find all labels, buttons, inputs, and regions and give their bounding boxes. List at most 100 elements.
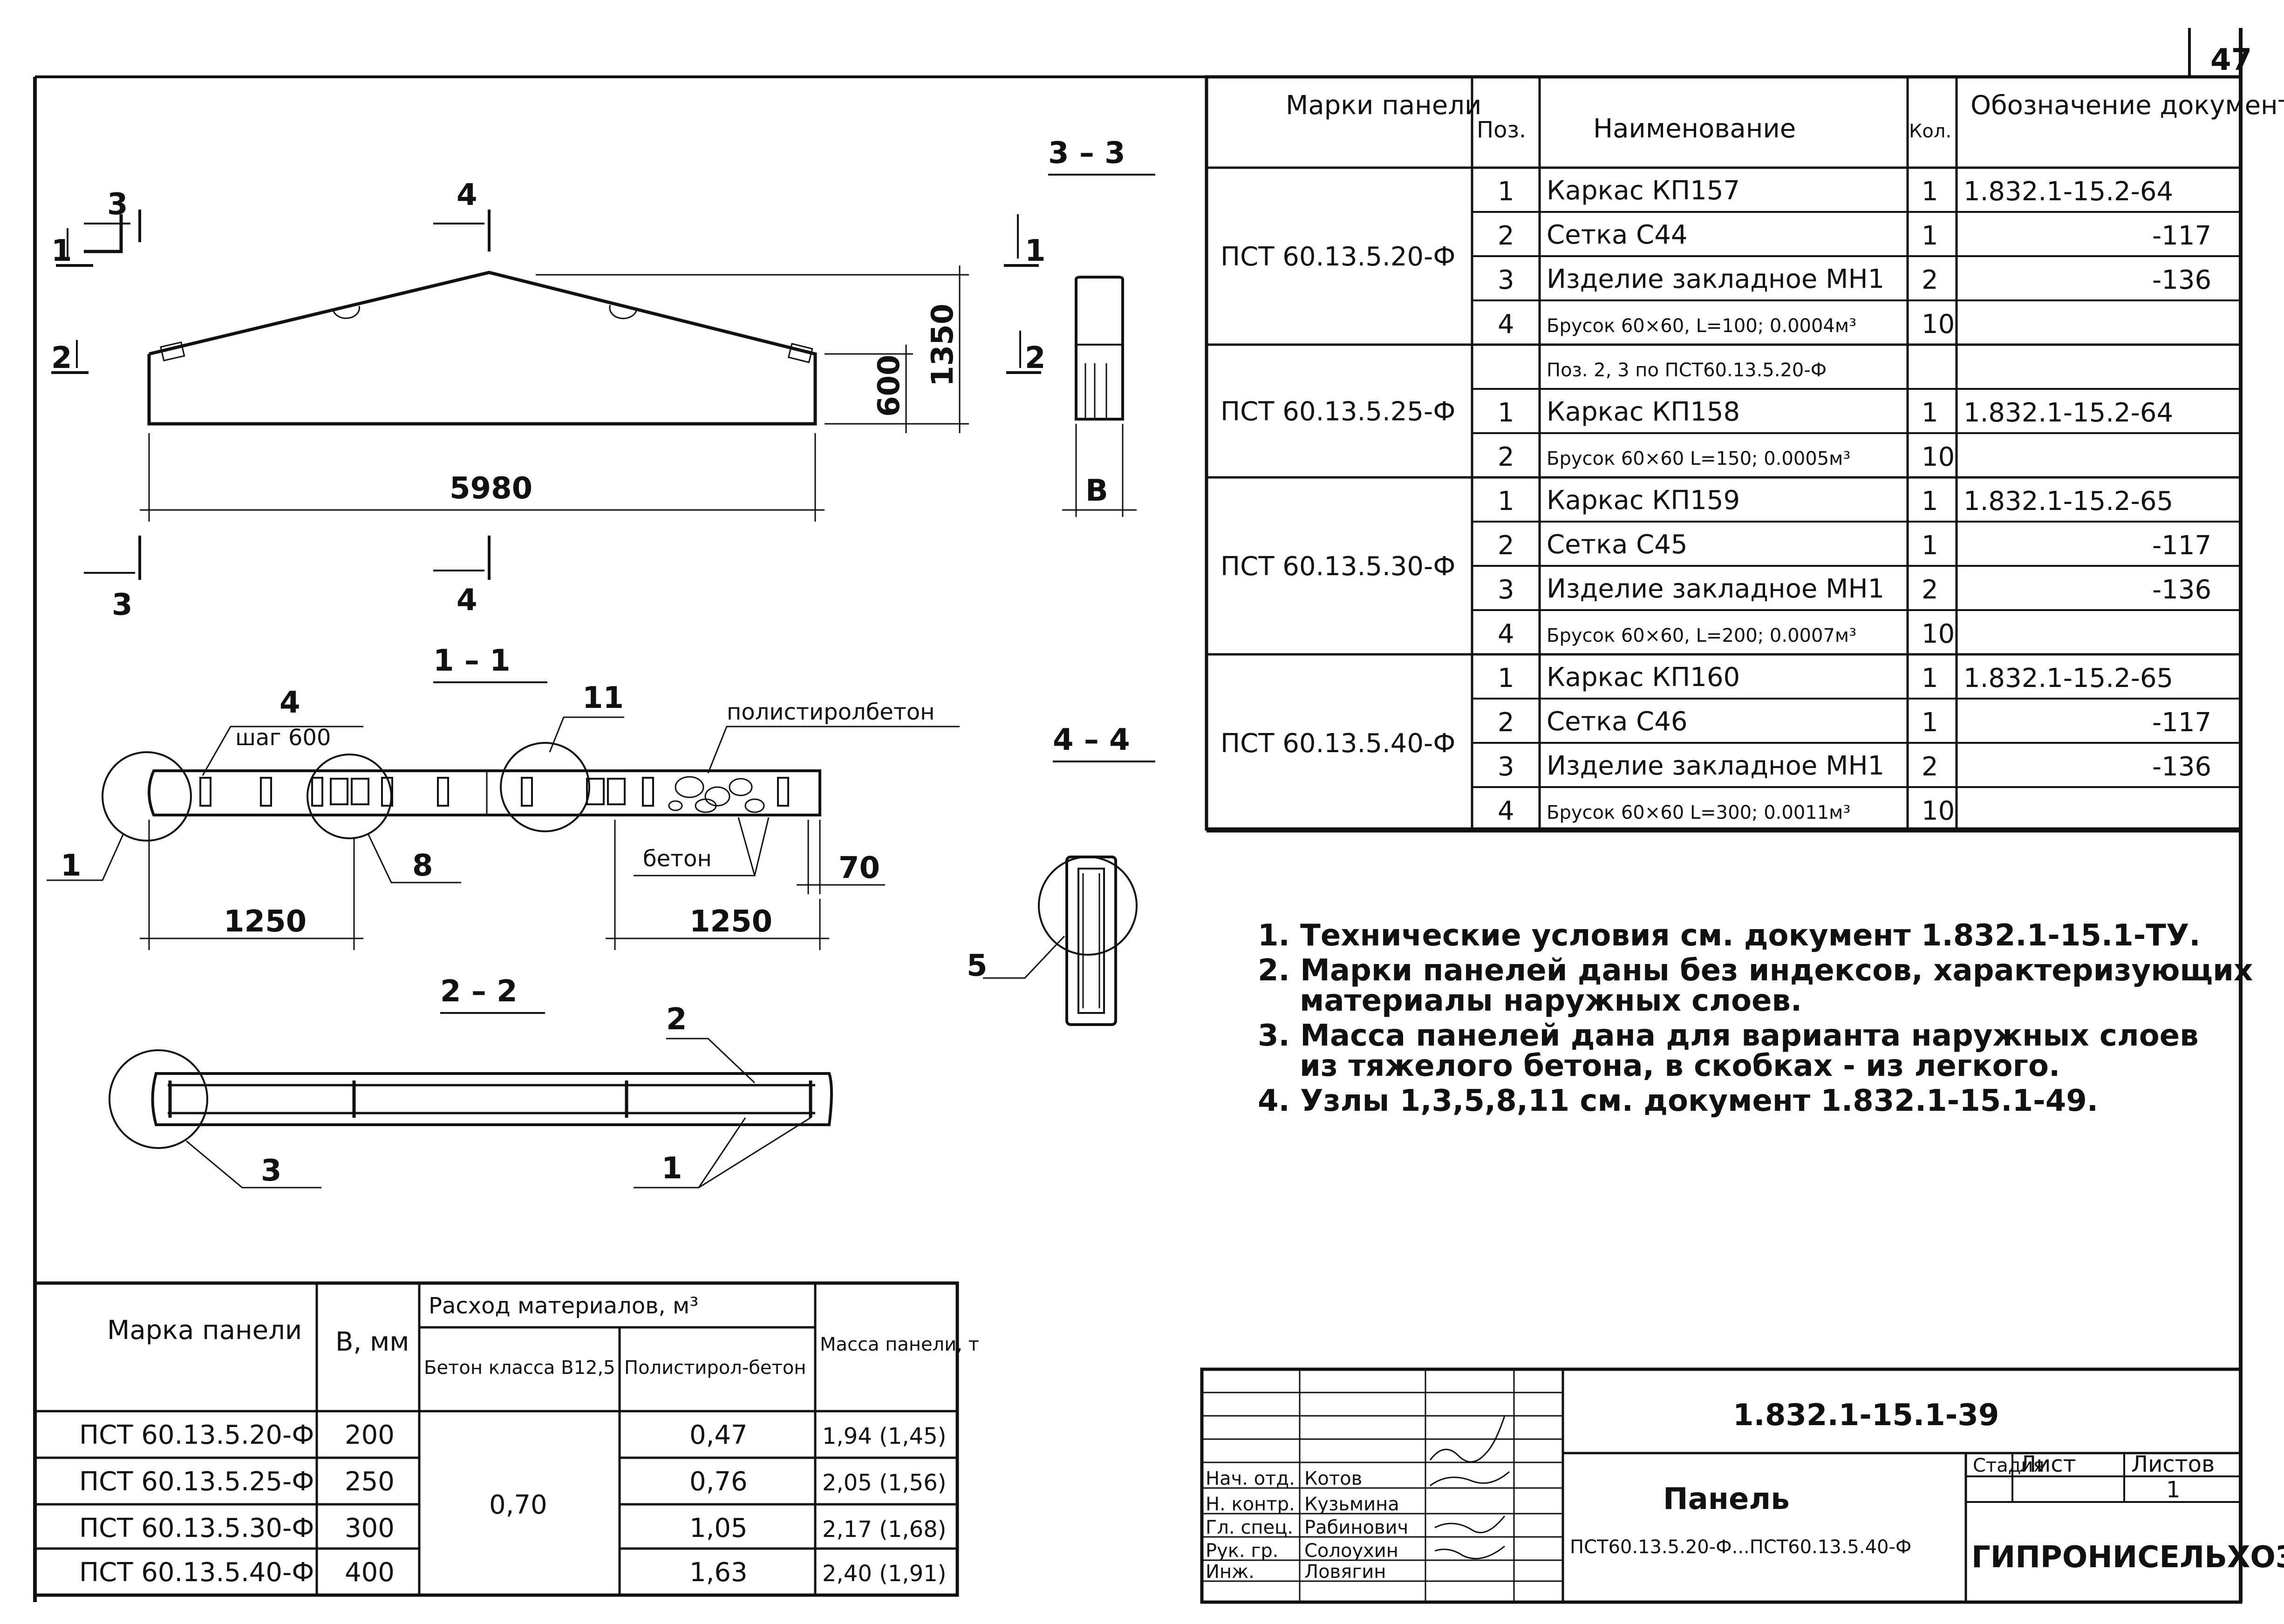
spec-row-name: Изделие закладное МН1 bbox=[1547, 264, 1884, 294]
materials-row-b: 200 bbox=[345, 1420, 395, 1450]
spec-row-name: Каркас КП158 bbox=[1547, 397, 1740, 427]
materials-header-polystyrene: Полистирол-бетон bbox=[624, 1357, 806, 1379]
note-line: 4. Узлы 1,3,5,8,11 см. документ 1.832.1-… bbox=[1258, 1084, 2098, 1118]
materials-header-b: В, мм bbox=[335, 1327, 409, 1357]
callout-8: 8 bbox=[412, 849, 433, 883]
signature bbox=[1434, 1515, 1506, 1534]
spec-row-quantity: 1 bbox=[1922, 486, 1938, 516]
spec-row-quantity: 2 bbox=[1922, 752, 1938, 782]
spec-table: Марки панели Поз. Наименование Кол. Обоз… bbox=[1205, 75, 2284, 833]
callout-1: 1 bbox=[61, 849, 82, 883]
polystyrene-label: полистиролбетон bbox=[727, 699, 935, 725]
step-dimension-right: 1250 bbox=[689, 904, 772, 939]
spec-row-name: Брусок 60×60 L=300; 0.0011м³ bbox=[1547, 802, 1850, 823]
materials-row-polystyrene: 0,47 bbox=[689, 1420, 748, 1450]
total-height-dimension: 1350 bbox=[926, 304, 960, 387]
section-width-dimension: B bbox=[1085, 474, 1108, 508]
spec-row-document: 1.832.1-15.2-65 bbox=[1964, 486, 2173, 516]
note-line: 3. Масса панелей дана для варианта наруж… bbox=[1258, 1019, 2199, 1053]
callout-2: 2 bbox=[666, 1002, 687, 1037]
spec-row-document: -136 bbox=[2152, 265, 2211, 295]
spec-row-position: 4 bbox=[1498, 309, 1514, 340]
spec-row-document: -117 bbox=[2152, 707, 2211, 738]
materials-row-mass: 2,17 (1,68) bbox=[822, 1516, 946, 1542]
spec-row-quantity: 1 bbox=[1922, 707, 1938, 738]
spec-row-name: Сетка С45 bbox=[1547, 530, 1687, 560]
materials-row-polystyrene: 0,76 bbox=[689, 1467, 748, 1497]
spec-row-position: 3 bbox=[1498, 752, 1514, 782]
materials-row-b: 300 bbox=[345, 1513, 395, 1543]
materials-table: Марка панели В, мм Расход материалов, м³… bbox=[33, 1281, 979, 1597]
materials-row-b: 400 bbox=[345, 1557, 395, 1588]
spec-row-quantity: 2 bbox=[1922, 575, 1938, 605]
callout-11: 11 bbox=[582, 681, 624, 715]
cut-label-3-top: 3 bbox=[107, 187, 128, 222]
section-4-4: 4 – 4 5 bbox=[967, 723, 1155, 1026]
materials-row-mark: ПСТ 60.13.5.30-Ф bbox=[79, 1513, 314, 1543]
signatory-role: Нач. отд. bbox=[1206, 1468, 1295, 1489]
page-number: 47 bbox=[2210, 43, 2252, 77]
spec-row-name: Каркас КП157 bbox=[1547, 176, 1740, 206]
signatory-role: Инж. bbox=[1206, 1561, 1254, 1583]
document-code: 1.832.1-15.1-39 bbox=[1733, 1398, 1999, 1433]
sheet-subtitle: ПСТ60.13.5.20-Ф...ПСТ60.13.5.40-Ф bbox=[1570, 1536, 1911, 1558]
callout-3: 3 bbox=[261, 1154, 282, 1188]
spec-row-name: Каркас КП160 bbox=[1547, 662, 1740, 693]
notes: 1. Технические условия см. документ 1.83… bbox=[1258, 918, 2253, 1118]
spec-row-name: Сетка С44 bbox=[1547, 220, 1687, 250]
section-1-1-title: 1 – 1 bbox=[433, 644, 511, 678]
spec-header-name: Наименование bbox=[1593, 114, 1796, 144]
spec-row-position: 1 bbox=[1498, 663, 1514, 693]
section-2-2-body bbox=[151, 1072, 833, 1126]
panel-outline bbox=[147, 271, 817, 426]
col-sheets: Листов bbox=[2131, 1451, 2215, 1477]
signature bbox=[1430, 1471, 1510, 1487]
organization: ГИПРОНИСЕЛЬХОЗ bbox=[1971, 1540, 2284, 1575]
signatory-name: Рабинович bbox=[1304, 1517, 1408, 1538]
materials-row-mark: ПСТ 60.13.5.40-Ф bbox=[79, 1557, 314, 1588]
spec-row-quantity: 10 bbox=[1922, 796, 1955, 826]
spec-row-name: Брусок 60×60, L=100; 0.0004м³ bbox=[1547, 315, 1856, 337]
callout-4: 4 bbox=[280, 686, 300, 720]
materials-row-polystyrene: 1,63 bbox=[689, 1557, 748, 1588]
materials-row-b: 250 bbox=[345, 1467, 395, 1497]
signatory-name: Солоухин bbox=[1304, 1540, 1398, 1562]
spec-row-quantity: 1 bbox=[1922, 177, 1938, 207]
spec-header-doc: Обозначение документа bbox=[1970, 90, 2284, 121]
callout-1-section-2: 1 bbox=[661, 1151, 682, 1186]
note-line: 2. Марки панелей даны без индексов, хара… bbox=[1258, 953, 2253, 988]
cut-label-4-top: 4 bbox=[457, 178, 477, 212]
spec-row-document: -136 bbox=[2152, 575, 2211, 605]
cut-mark-3-top bbox=[84, 214, 123, 253]
pitch-label: шаг 600 bbox=[235, 725, 331, 751]
col-stage: Стадия bbox=[1973, 1455, 2044, 1476]
spec-row-document: -117 bbox=[2152, 530, 2211, 561]
spec-row-quantity: 1 bbox=[1922, 663, 1938, 693]
signatory-role: Рук. гр. bbox=[1206, 1540, 1279, 1562]
spec-row-name: Брусок 60×60 L=150; 0.0005м³ bbox=[1547, 448, 1850, 469]
materials-row-mark: ПСТ 60.13.5.25-Ф bbox=[79, 1467, 314, 1497]
section-2-2-title: 2 – 2 bbox=[440, 974, 518, 1009]
spec-row-position: 2 bbox=[1498, 707, 1514, 738]
spec-row-quantity: 10 bbox=[1922, 309, 1955, 340]
materials-row-mass: 1,94 (1,45) bbox=[822, 1423, 946, 1449]
section-2-2: 2 – 2 2 3 1 bbox=[109, 974, 833, 1189]
length-dimension: 5980 bbox=[450, 471, 532, 506]
spec-header-pos: Поз. bbox=[1477, 117, 1526, 143]
section-4-4-title: 4 – 4 bbox=[1053, 723, 1130, 757]
callout-5: 5 bbox=[967, 949, 988, 983]
title-block: 1.832.1-15.1-39 Панель ПСТ60.13.5.20-Ф..… bbox=[1200, 1367, 2284, 1604]
section-1-1-body bbox=[148, 769, 821, 816]
materials-header-consumption: Расход материалов, м³ bbox=[429, 1293, 698, 1319]
spec-row-document: -117 bbox=[2152, 221, 2211, 251]
note-line: материалы наружных слоев. bbox=[1300, 984, 1802, 1018]
spec-row-quantity: 10 bbox=[1922, 442, 1955, 472]
signatory-name: Котов bbox=[1304, 1468, 1362, 1489]
dimension-70: 70 bbox=[839, 851, 880, 885]
cut-label-3-bottom: 3 bbox=[112, 588, 133, 622]
cut-label-4-bottom: 4 bbox=[457, 583, 477, 618]
spec-row-document: 1.832.1-15.2-64 bbox=[1964, 177, 2173, 207]
spec-panel-mark: ПСТ 60.13.5.20-Ф bbox=[1220, 242, 1455, 272]
signature bbox=[1434, 1545, 1505, 1560]
